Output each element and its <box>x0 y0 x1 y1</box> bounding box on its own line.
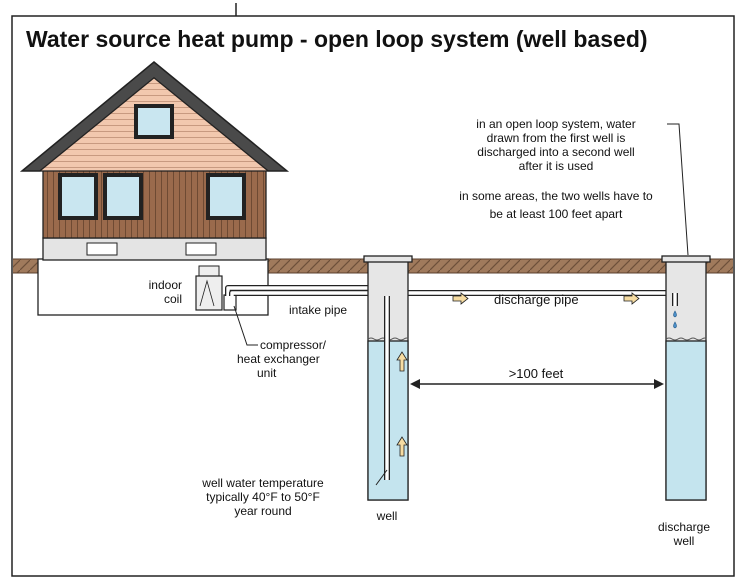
flow-right-arrow <box>452 292 469 305</box>
well-label: well <box>376 509 398 523</box>
intake-pipe-label: intake pipe <box>289 303 347 317</box>
window-right <box>206 173 246 220</box>
diagram-title: Water source heat pump - open loop syste… <box>26 26 648 52</box>
water-drop-icon <box>673 321 677 329</box>
discharge-well-label: well <box>673 534 695 548</box>
discharge-well <box>661 255 711 501</box>
flow-up-arrow <box>396 436 408 457</box>
distance-note: in some areas, the two wells have to <box>459 189 653 203</box>
indoor-coil-label: indoor <box>149 278 182 292</box>
well-temperature-label: typically 40°F to 50°F <box>206 490 320 504</box>
distance-note: be at least 100 feet apart <box>490 207 623 221</box>
discharge-well-label: discharge <box>658 520 710 534</box>
indoor-equipment <box>195 265 237 311</box>
discharge-well-cap <box>661 255 711 263</box>
intake-well <box>363 255 413 501</box>
open-loop-note: drawn from the first well is <box>487 131 626 145</box>
open-loop-note: discharged into a second well <box>477 145 634 159</box>
attic-window <box>134 104 174 139</box>
water-drop-icon <box>673 310 677 318</box>
discharge-pipe-label: discharge pipe <box>494 292 579 307</box>
window-middle <box>103 173 143 220</box>
discharge-well-water <box>665 340 707 501</box>
house-base <box>42 237 267 261</box>
distance-dimension <box>410 379 664 389</box>
window-left <box>58 173 98 220</box>
open-loop-note: after it is used <box>519 159 594 173</box>
flow-right-arrow <box>623 292 640 305</box>
compressor-label: unit <box>257 366 277 380</box>
well-cap <box>363 255 413 263</box>
compressor-label: compressor/ <box>260 338 327 352</box>
flow-up-arrow <box>396 351 408 372</box>
indoor-coil-label: coil <box>164 292 182 306</box>
open-loop-note: in an open loop system, water <box>476 117 635 131</box>
distance-label: >100 feet <box>509 366 564 381</box>
well-temperature-label: well water temperature <box>201 476 324 490</box>
well-temperature-label: year round <box>234 504 291 518</box>
compressor-label: heat exchanger <box>237 352 320 366</box>
leader-lines <box>233 123 689 486</box>
